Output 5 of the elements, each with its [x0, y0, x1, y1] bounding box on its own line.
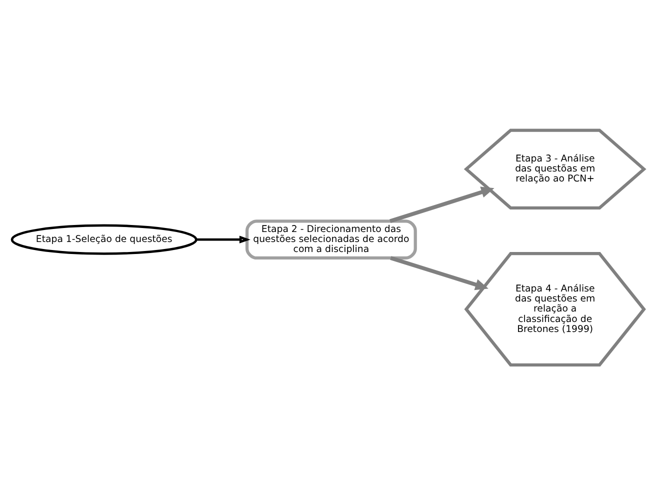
- arrow: [196, 236, 250, 244]
- arrow: [390, 186, 494, 224]
- node-ellipse: Etapa 1-Seleção de questões: [10, 224, 198, 255]
- node-box: Etapa 2 - Direcionamento das questões selecionadas de acordo com a disciplina: [245, 220, 417, 260]
- arrow: [390, 256, 488, 290]
